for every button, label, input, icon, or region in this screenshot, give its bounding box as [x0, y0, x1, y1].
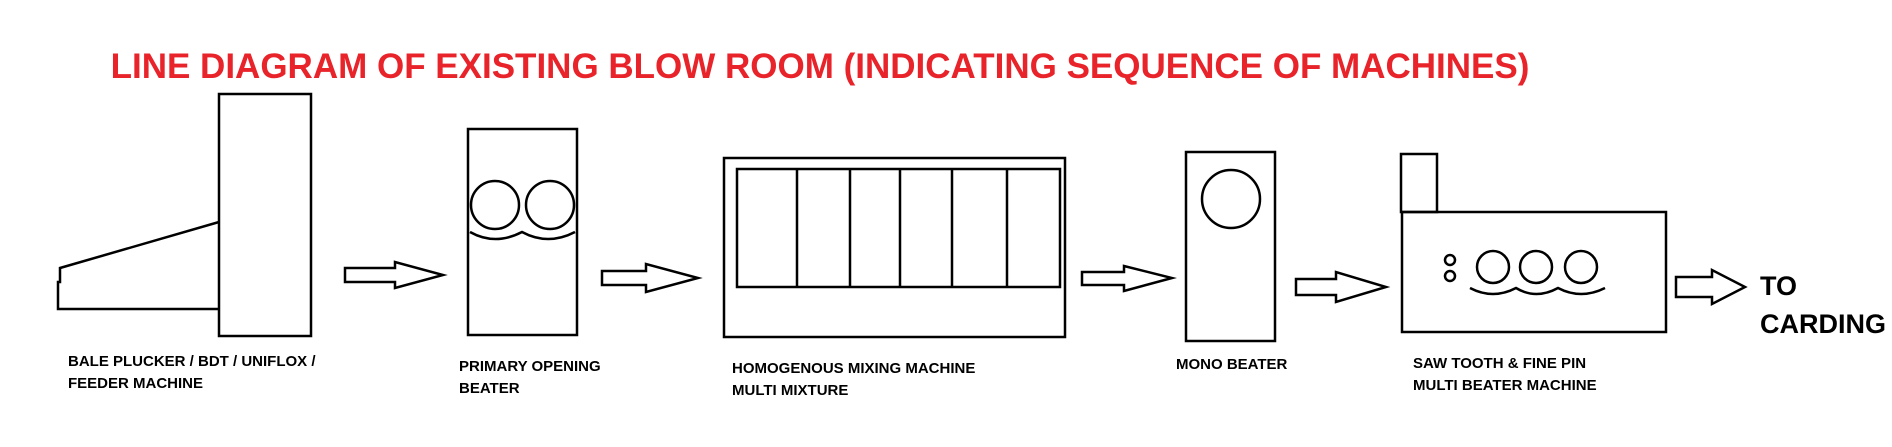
flow-arrow-2 — [600, 262, 703, 294]
mixer-housing — [722, 156, 1067, 339]
mixer-chamber — [735, 167, 1062, 289]
multi-beater-label-line-1: SAW TOOTH & FINE PIN — [1413, 355, 1586, 372]
multi-beater-machine — [1399, 152, 1668, 334]
primary-beater-label-line-1: PRIMARY OPENING — [459, 358, 601, 375]
beater-grid-bars — [469, 230, 576, 241]
destination-label-line-2: CARDING — [1760, 309, 1886, 339]
flow-arrow-1 — [343, 260, 448, 290]
primary-beater-label-line-2: BEATER — [459, 380, 520, 397]
mono-beater-label: MONO BEATER — [1176, 356, 1288, 373]
fine-pin-roller — [1563, 249, 1599, 285]
mono-beater-roller — [1200, 168, 1262, 230]
beater-roller-1 — [469, 179, 521, 231]
plucker-tower — [217, 92, 313, 338]
small-roller-bottom — [1443, 269, 1457, 283]
small-roller-top — [1443, 253, 1457, 267]
saw-tooth-roller-2 — [1518, 249, 1554, 285]
saw-tooth-roller-1 — [1475, 249, 1511, 285]
flow-arrow-3 — [1080, 264, 1177, 293]
bale-plucker-machine — [56, 92, 313, 338]
diagram-title: LINE DIAGRAM OF EXISTING BLOW ROOM (INDI… — [111, 47, 1530, 86]
plucker-feed-table — [56, 220, 220, 311]
flow-arrow-4 — [1294, 270, 1391, 304]
multi-beater-label-line-2: MULTI BEATER MACHINE — [1413, 377, 1597, 394]
primary-beater-housing — [466, 127, 579, 337]
destination-label-line-1: TO — [1760, 271, 1797, 301]
mono-beater-housing — [1184, 150, 1277, 343]
multi-beater-hopper — [1399, 152, 1439, 214]
mixing-machine-label-line-2: MULTI MIXTURE — [732, 382, 848, 399]
mixing-machine-label-line-1: HOMOGENOUS MIXING MACHINE — [732, 360, 975, 377]
multi-beater-grid-bars — [1469, 286, 1606, 296]
multi-beater-housing — [1400, 210, 1668, 334]
beater-roller-2 — [524, 179, 576, 231]
homogenous-mixing-machine — [722, 156, 1067, 339]
bale-plucker-label-line-2: FEEDER MACHINE — [68, 375, 203, 392]
flow-arrow-5 — [1674, 267, 1748, 307]
mono-beater-machine — [1184, 150, 1277, 343]
bale-plucker-label-line-1: BALE PLUCKER / BDT / UNIFLOX / — [68, 353, 316, 370]
primary-opening-beater-machine — [466, 127, 579, 337]
